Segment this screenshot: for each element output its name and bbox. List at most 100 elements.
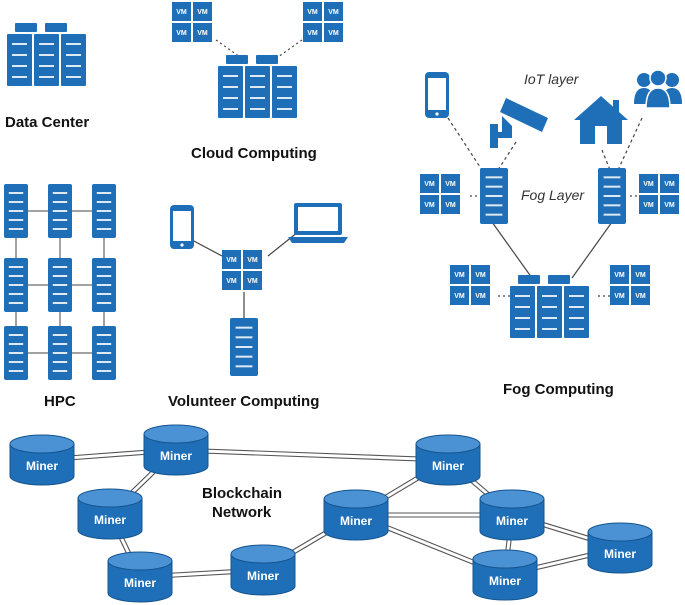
camera-mount [490,124,498,148]
rack-slot [515,295,530,297]
miner-label: Miner [26,459,58,473]
server-slot [8,210,24,212]
miner-database-icon: Miner [230,544,296,596]
miner-label: Miner [604,547,636,561]
vm-cell [639,195,658,214]
volunteer-server-icon [230,318,258,376]
miner-database-icon: Miner [472,549,538,601]
hpc-server-icon [92,326,116,380]
label-cloud-computing: Cloud Computing [191,145,317,162]
rack-slot [223,75,238,77]
rack-slot [542,306,557,308]
label-iot-layer: IoT layer [524,71,580,87]
cloud-link [215,39,241,58]
vm-label: VM [247,257,258,264]
vm-label: VM [226,278,237,285]
hpc-server-icon [4,258,28,312]
label-data-center: Data Center [5,114,89,131]
vm-cell [193,2,212,21]
rack-slot [250,108,265,110]
rack-server [510,286,535,338]
server-slot [96,334,112,336]
server-slot [96,343,112,345]
cloud-rack-icon [218,55,297,118]
iot-house-icon [574,96,628,144]
vm-cell [324,2,343,21]
rack-slot [250,97,265,99]
server-slot [96,361,112,363]
server-slot [485,204,503,207]
server-slot [8,361,24,363]
server-slot [603,195,621,197]
vm-cell [471,286,490,305]
vm-cell [450,265,469,284]
server-slot [96,266,112,268]
vm-label: VM [445,202,456,209]
cylinder-top [77,488,143,508]
server-slot [603,213,621,216]
user-head [637,73,651,87]
rack-slot [66,43,81,45]
rack-slot [569,317,584,319]
cylinder-top [323,489,389,509]
cylinder-body [107,560,173,603]
server-slot [8,334,24,336]
server-slot [235,365,253,368]
hpc-server-icon [92,258,116,312]
server-slot [52,361,68,363]
phone-screen [428,78,446,110]
vm-label: VM [445,181,456,188]
cylinder-body [9,443,75,486]
rack-slot [277,97,292,99]
blockchain-link [175,451,448,463]
server-slot [52,352,68,354]
rack-slot [66,76,81,78]
blockchain-link [176,447,449,459]
rack-top-unit [548,275,570,284]
server-slot [8,228,24,230]
vm-cell [610,265,629,284]
server-slot [603,185,621,188]
miner-label: Miner [160,449,192,463]
server-slot [96,284,112,286]
rack-top-unit [45,23,67,32]
vm-label: VM [454,272,465,279]
rack-server [245,66,270,118]
vm-cell [420,195,439,214]
rack-top-unit [226,55,248,64]
cylinder-top [230,544,296,564]
vm-label: VM [475,293,486,300]
server-slot [603,176,621,179]
vm-cell [324,23,343,42]
rack-slot [223,86,238,88]
server-slot [8,370,24,372]
fog-server-right-icon [598,168,626,224]
vm-cell [450,286,469,305]
cylinder-body [415,443,481,486]
cylinder-body [143,433,209,476]
miner-label: Miner [94,513,126,527]
server-slot [96,219,112,221]
miner-label: Miner [496,514,528,528]
vm-cell [222,250,241,269]
label-fog-computing: Fog Computing [503,381,614,398]
iot-smartphone-icon [425,72,449,118]
vm-cell [639,174,658,193]
server-slot [485,213,503,216]
cylinder-top [415,434,481,454]
miner-database-icon: Miner [143,424,209,476]
server-slot [96,210,112,212]
server-slot [8,284,24,286]
vm-label: VM [197,9,208,16]
vm-cell [243,271,262,290]
server-slot [96,275,112,277]
cylinder-body [472,558,538,601]
cylinder-top [587,522,653,542]
rack-server [61,34,86,86]
house-chimney [613,100,619,112]
